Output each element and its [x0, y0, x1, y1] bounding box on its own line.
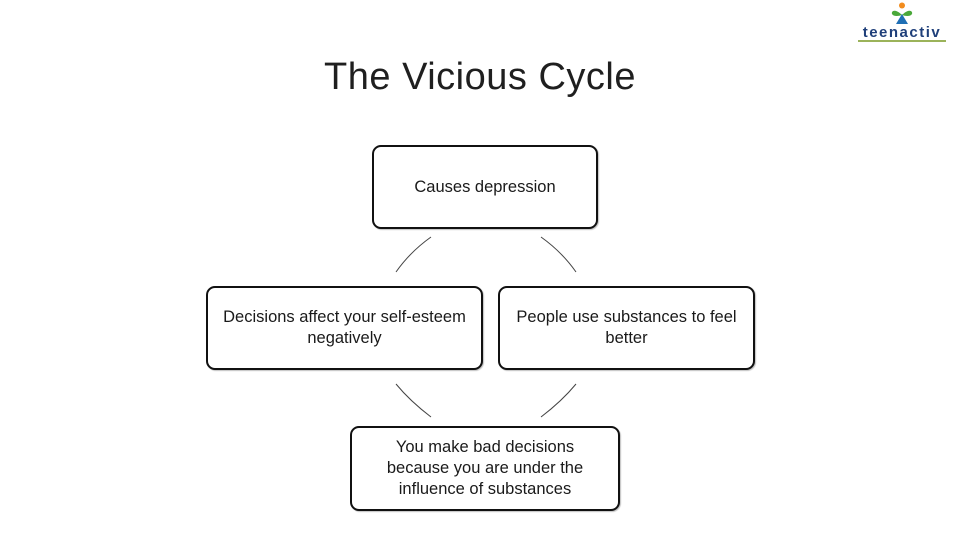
logo-figure-head	[899, 2, 905, 9]
cycle-node-top-label: Causes depression	[414, 177, 556, 196]
cycle-node-right: People use substances to feel better	[498, 286, 755, 370]
connector-right-bottom	[540, 383, 577, 418]
page-title: The Vicious Cycle	[324, 56, 636, 98]
cycle-node-bottom: You make bad decisions because you are u…	[350, 426, 620, 511]
logo-wordmark: teenactiv	[863, 24, 942, 41]
logo-figure-right-leaf	[902, 10, 913, 16]
logo-figure-left-leaf	[891, 10, 902, 16]
cycle-node-left-label: Decisions affect your self-esteem negati…	[223, 308, 466, 347]
logo-figure-body	[896, 14, 908, 24]
cycle-node-right-label: People use substances to feel better	[516, 308, 737, 347]
connector-bottom-left	[395, 383, 432, 418]
logo-tagline-bar	[858, 40, 946, 42]
connector-top-right	[540, 236, 577, 273]
teenactiv-logo: teenactiv	[858, 2, 946, 42]
connector-top-left	[395, 236, 432, 273]
cycle-node-top: Causes depression	[372, 145, 598, 229]
cycle-node-left: Decisions affect your self-esteem negati…	[206, 286, 483, 370]
cycle-node-bottom-label: You make bad decisions because you are u…	[386, 438, 584, 498]
